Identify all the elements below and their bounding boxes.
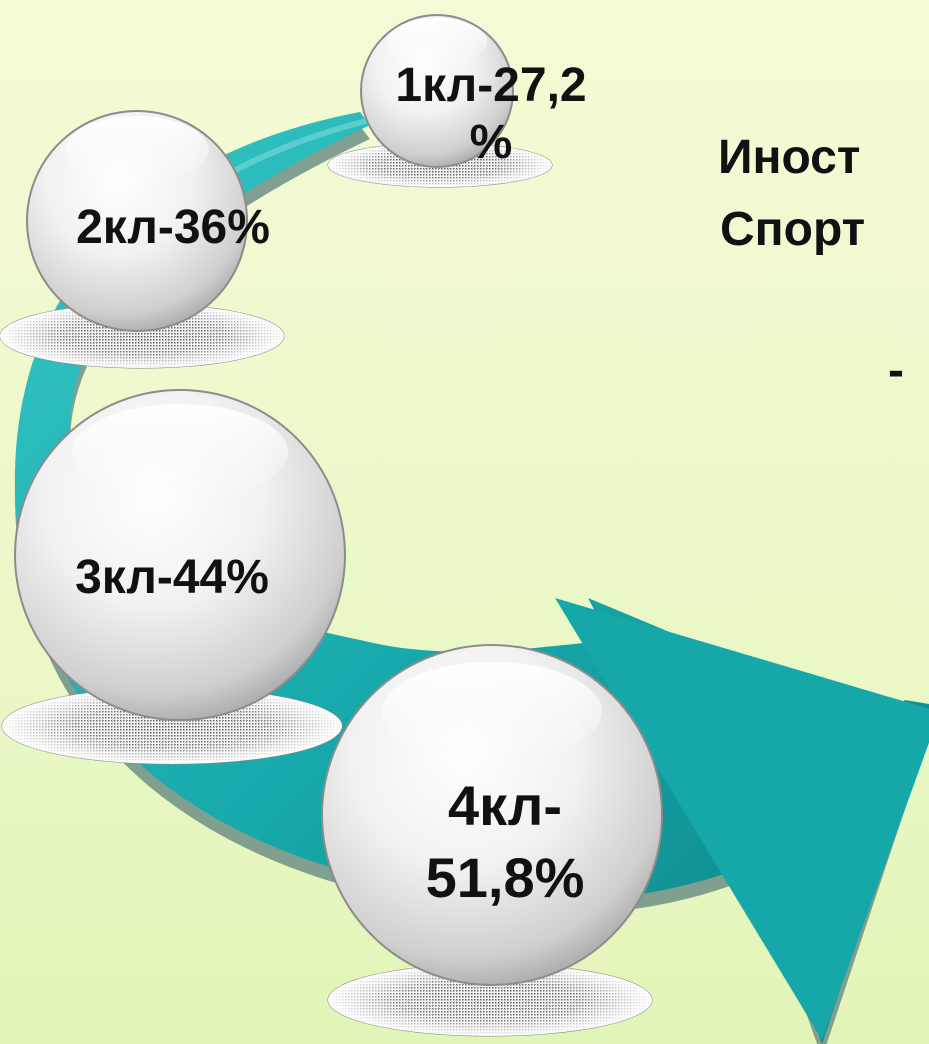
sphere-1kl bbox=[327, 14, 553, 188]
sphere-4kl bbox=[321, 644, 663, 1037]
bubble-label-line: % bbox=[469, 115, 513, 169]
side-text-line-3: - bbox=[888, 344, 904, 397]
bubble-label-line: 1кл-27,2 bbox=[395, 59, 587, 112]
bubble-label-line: 51,8% bbox=[425, 845, 585, 909]
bubble-label-line: 2кл-36% bbox=[76, 201, 270, 254]
side-text-line-2: Спорт bbox=[720, 203, 866, 256]
side-text-line-1: Иност bbox=[718, 131, 861, 184]
bubble-label-line: 4кл- bbox=[447, 774, 563, 837]
bubble-label-3kl: 3кл-44% bbox=[22, 550, 322, 607]
bubble-label-1kl: 1кл-27,2 % bbox=[360, 58, 622, 171]
sphere-3kl bbox=[1, 389, 346, 765]
bubble-label-2kl: 2кл-36% bbox=[28, 200, 318, 257]
bubble-label-line: 3кл-44% bbox=[75, 551, 269, 604]
sphere-2kl bbox=[0, 110, 285, 369]
bubble-label-4kl: 4кл- 51,8% bbox=[380, 770, 630, 913]
